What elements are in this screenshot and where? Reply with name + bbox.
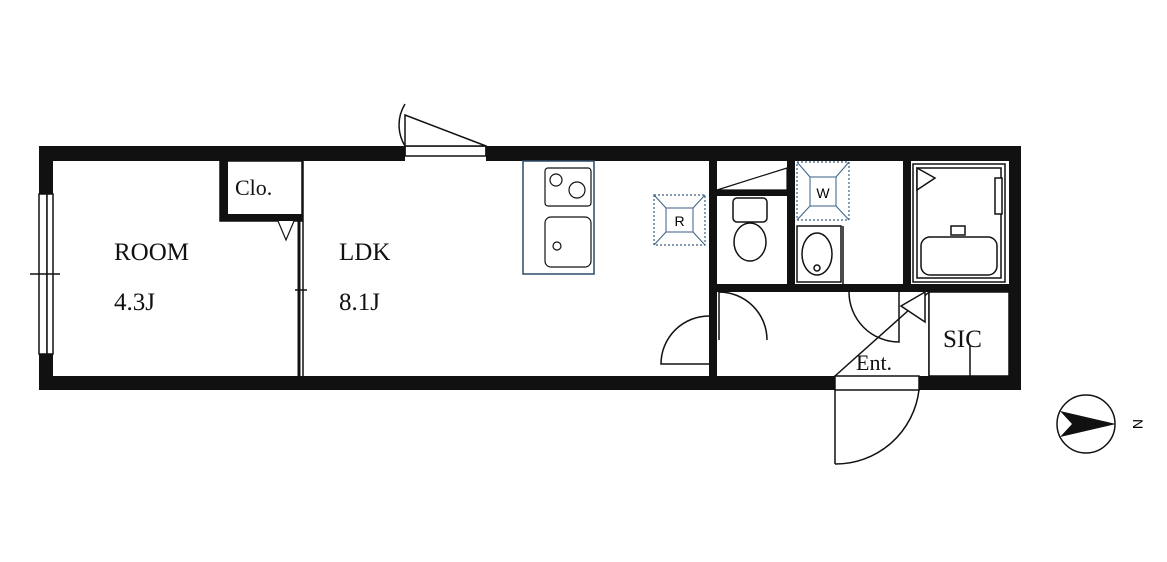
front-door [834,375,920,465]
washbasin-icon [796,225,844,284]
top-door [398,103,487,157]
bath-block-walls [709,161,1009,376]
washer-symbol: W [796,161,850,221]
bathtub-icon [912,163,1006,283]
left-window [30,193,60,355]
outer-walls [39,146,1021,390]
refrigerator-symbol: R [653,194,706,246]
closet-door-icon [277,220,295,242]
wall-bottom-main [39,376,835,390]
wall-top-right [486,146,1021,161]
washer-label: W [816,185,830,201]
stove-icon [544,167,592,207]
sic-label: SIC [943,326,982,353]
wall-toilet-north [717,190,787,196]
wall-toilet-east [787,161,795,284]
wall-bath-west-inner [903,161,911,284]
ldk-door [660,315,710,365]
room-area: 4.3J [114,289,155,316]
wall-top-left [39,146,405,161]
toilet-door [718,291,768,341]
room-name: ROOM [114,239,189,266]
wall-right [1009,146,1021,390]
burner-icon [568,181,586,199]
entrance-label: Ent. [856,350,892,375]
shoe-closet [928,291,1010,377]
north-label: N [1130,419,1146,429]
kitchen-counter [522,160,595,275]
sink-icon [544,216,592,268]
wall-left-upper [39,146,53,194]
wall-bottom-right [919,376,1021,390]
washroom-door [848,291,900,343]
toilet-icon [732,197,768,262]
closet-label: Clo. [235,175,272,200]
toilet-shelf [716,167,788,191]
refrigerator-label: R [674,213,684,229]
compass-arrow-icon [1060,411,1116,437]
closet [219,160,303,242]
north-arrow: N [1056,394,1146,454]
burner-icon [549,173,563,187]
ldk-area: 8.1J [339,289,380,316]
ldk-name: LDK [339,239,390,266]
hall-doors [660,291,900,365]
wall-bath-south [709,284,1009,292]
wall-bath-west [709,161,717,376]
